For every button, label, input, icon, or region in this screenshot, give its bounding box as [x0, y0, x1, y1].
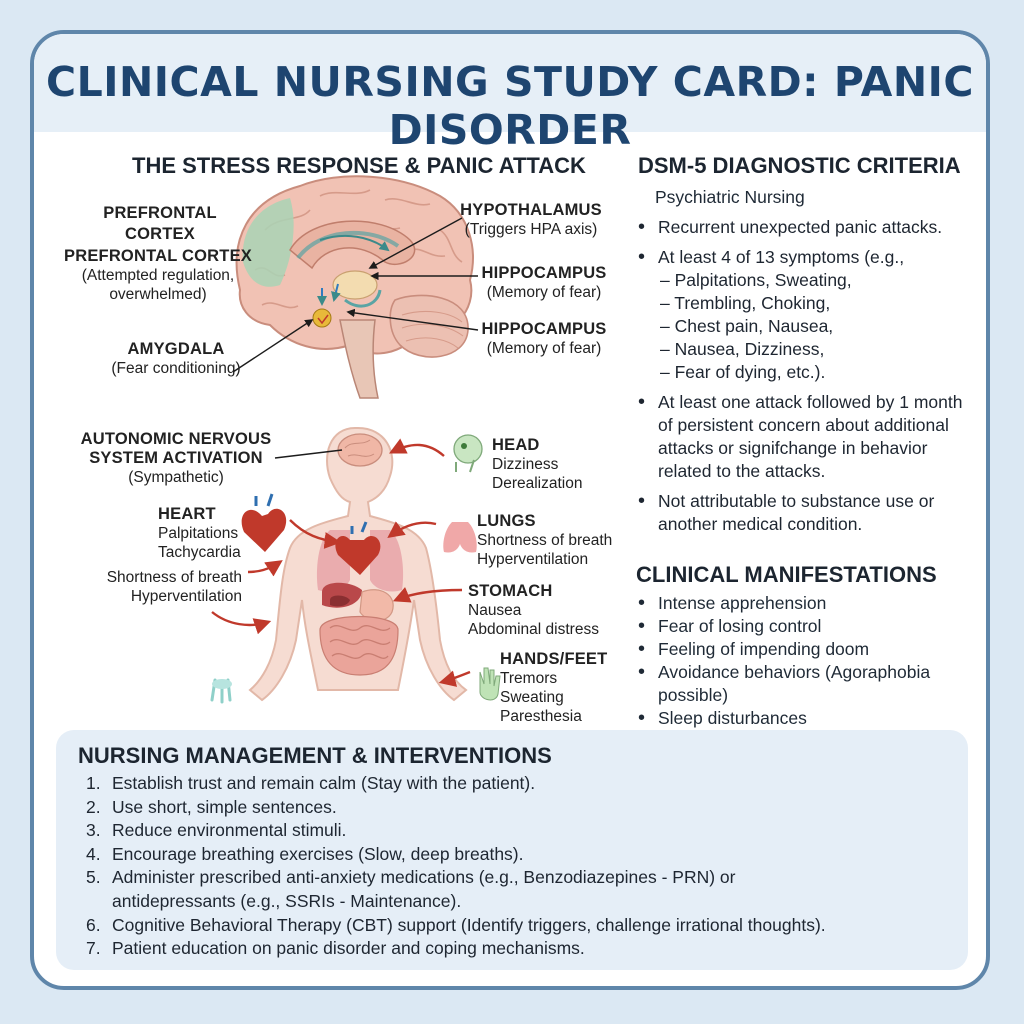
intervention-item: 6.Cognitive Behavioral Therapy (CBT) sup…	[86, 914, 826, 935]
manifestation-item: Feeling of impending doom	[634, 638, 934, 661]
prefrontal-label-b: PREFRONTAL CORTEX (Attempted regulation,…	[64, 247, 252, 303]
manifestation-item: Fear of losing control	[634, 615, 934, 638]
intervention-item: 5.Administer prescribed anti-anxiety med…	[86, 867, 736, 911]
intervention-item: 7.Patient education on panic disorder an…	[86, 938, 585, 959]
hippocampus-label-2: HIPPOCAMPUS (Memory of fear)	[481, 320, 607, 357]
nursing-panel	[56, 730, 968, 970]
dsm-subtitle: Psychiatric Nursing	[655, 187, 805, 207]
manifestation-item: Sleep disturbances	[634, 707, 934, 730]
intervention-item: 4.Encourage breathing exercises (Slow, d…	[86, 843, 524, 864]
interventions-list: 1.Establish trust and remain calm (Stay …	[86, 772, 956, 961]
hippocampus-label-1: HIPPOCAMPUS (Memory of fear)	[481, 264, 607, 301]
manifestation-item: Intense apprehension	[634, 592, 934, 615]
intervention-item: 1.Establish trust and remain calm (Stay …	[86, 773, 536, 793]
lungs-symptoms: LUNGS Shortness of breath Hyperventilati…	[477, 512, 613, 568]
heart-symptoms: HEART Palpitations Tachycardia	[158, 505, 241, 561]
nursing-heading: NURSING MANAGEMENT & INTERVENTIONS	[78, 743, 552, 768]
intervention-item: 2.Use short, simple sentences.	[86, 796, 337, 817]
hand-icon	[479, 667, 501, 701]
brain-illustration	[235, 175, 474, 399]
stomach-symptoms: STOMACH Nausea Abdominal distress	[468, 582, 599, 638]
dsm-criteria-list: Recurrent unexpected panic attacks. At l…	[634, 216, 964, 543]
manifestation-item: Avoidance behaviors (Agoraphobia possibl…	[634, 661, 934, 707]
criterion-1: Recurrent unexpected panic attacks.	[634, 216, 964, 239]
amygdala-label: AMYGDALA (Fear conditioning)	[111, 340, 241, 377]
page-title: CLINICAL NURSING STUDY CARD: PANIC DISOR…	[45, 58, 975, 154]
criterion-3: At least one attack followed by 1 month …	[634, 391, 964, 483]
hypothalamus-label: HYPOTHALAMUS (Triggers HPA axis)	[460, 201, 602, 238]
breath-symptoms-left: Shortness of breath Hyperventilation	[106, 569, 242, 605]
stress-heading: THE STRESS RESPONSE & PANIC ATTACK	[132, 153, 586, 178]
lungs-icon	[443, 522, 477, 553]
criterion-2: At least 4 of 13 symptoms (e.g., – Palpi…	[634, 246, 964, 384]
heart-icon	[241, 493, 287, 552]
manifestations-heading: CLINICAL MANIFESTATIONS	[636, 562, 937, 587]
head-icon	[453, 434, 483, 473]
dsm-heading: DSM-5 DIAGNOSTIC CRITERIA	[638, 153, 961, 178]
intervention-item: 3.Reduce environmental stimuli.	[86, 820, 347, 841]
title-band	[34, 34, 986, 132]
ans-label: AUTONOMIC NERVOUS SYSTEM ACTIVATION (Sym…	[80, 430, 272, 486]
hands-feet-symptoms: HANDS/FEET Tremors Sweating Paresthesia	[500, 650, 608, 725]
criterion-4: Not attributable to substance use or ano…	[634, 490, 964, 536]
manifestations-list: Intense apprehension Fear of losing cont…	[634, 592, 934, 730]
head-symptoms: HEAD Dizziness Derealization	[492, 436, 583, 492]
droplet-icon	[210, 678, 232, 704]
prefrontal-label-a: PREFRONTAL CORTEX	[103, 204, 217, 243]
liver-icon	[330, 595, 350, 607]
